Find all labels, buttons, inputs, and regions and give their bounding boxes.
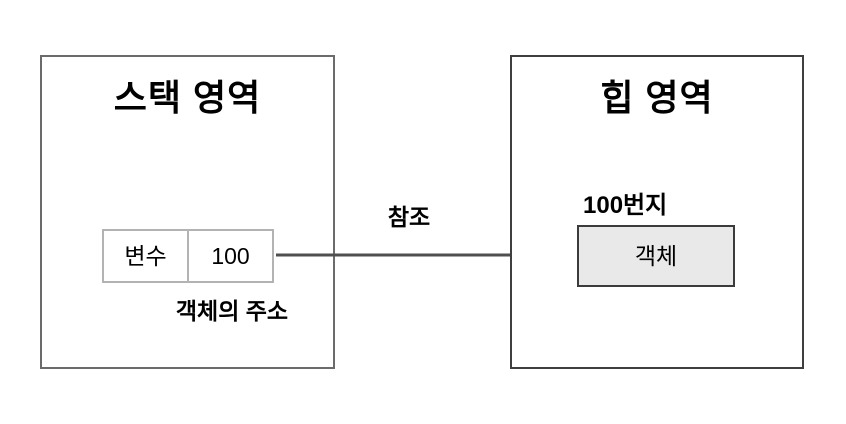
variable-name-cell: 변수 bbox=[104, 231, 189, 281]
heap-address-label: 100번지 bbox=[583, 192, 668, 219]
object-address-caption: 객체의 주소 bbox=[175, 298, 289, 324]
variable-box: 변수 100 bbox=[102, 229, 274, 283]
heap-region-box bbox=[510, 55, 804, 369]
heap-object-label: 객체 bbox=[634, 242, 678, 269]
heap-object-box: 객체 bbox=[577, 225, 735, 287]
heap-region-title: 힙 영역 bbox=[600, 77, 714, 118]
stack-region-box bbox=[40, 55, 335, 369]
reference-arrow-label: 참조 bbox=[387, 204, 431, 230]
stack-region-title: 스택 영역 bbox=[113, 77, 262, 118]
variable-value-cell: 100 bbox=[211, 242, 250, 269]
